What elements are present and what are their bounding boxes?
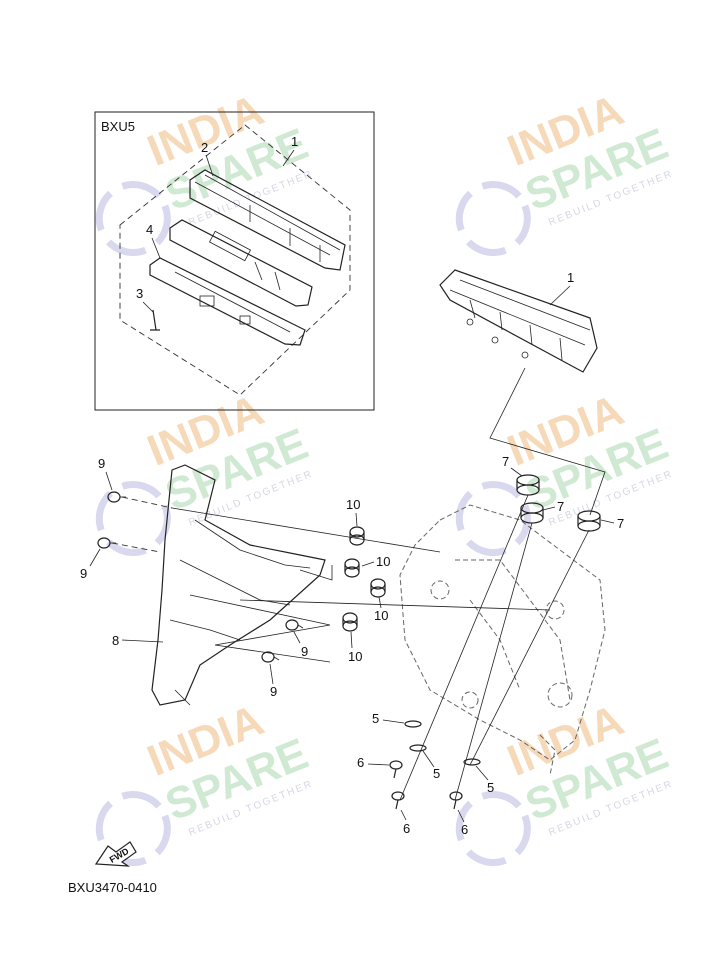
- watermark-logo-icon: [95, 791, 171, 867]
- leader-1-main: [549, 285, 571, 306]
- leader-7b: [542, 506, 556, 511]
- leader-7a: [510, 467, 523, 477]
- leader-10b: [361, 561, 375, 567]
- inset-box: [94, 111, 375, 411]
- alignment-line-9b: [111, 542, 161, 553]
- washer-part-5c: [463, 758, 481, 766]
- watermark-bottom-right: INDIA SPARE REBUILD TOGETHER: [455, 695, 675, 867]
- watermark-logo-icon: [95, 181, 171, 257]
- leader-6c: [457, 809, 465, 823]
- alignment-line-10b: [299, 565, 333, 581]
- callout-9c: 9: [301, 644, 308, 659]
- leader-7c: [600, 519, 615, 524]
- meter-housing-inset: [169, 219, 313, 307]
- callout-8: 8: [112, 633, 119, 648]
- callout-2: 2: [201, 140, 208, 155]
- alignment-line-panel: [189, 594, 331, 663]
- callout-5c: 5: [487, 780, 494, 795]
- screw-part-9c: [285, 619, 304, 631]
- alignment-line-10a: [171, 507, 441, 553]
- watermark-mid-right: INDIA SPARE REBUILD TOGETHER: [455, 385, 675, 557]
- callout-6c: 6: [461, 822, 468, 837]
- washer-part-5b: [409, 744, 427, 752]
- bolt-part-6a: [389, 760, 403, 779]
- callout-10c: 10: [374, 608, 388, 623]
- leader-5a: [382, 719, 405, 724]
- bolt-part-6c: [449, 791, 463, 810]
- alignment-line-9a: [121, 496, 173, 509]
- collar-part-10d: [342, 612, 358, 632]
- leader-2: [205, 154, 214, 177]
- bolt-line-mid: [454, 522, 533, 801]
- callout-1-inset: 1: [291, 134, 298, 149]
- callout-10b: 10: [376, 554, 390, 569]
- bolt-line-right: [469, 529, 590, 766]
- callout-7a: 7: [502, 454, 509, 469]
- callout-6a: 6: [357, 755, 364, 770]
- watermark-logo-icon: [455, 181, 531, 257]
- assembly-line-grommets: [489, 367, 606, 516]
- leader-10a: [355, 512, 358, 527]
- watermark-bottom-left: INDIA SPARE REBUILD TOGETHER: [95, 695, 315, 867]
- part-code: BXU3470-0410: [68, 880, 157, 895]
- leader-5b: [422, 750, 435, 768]
- screw-part-9d: [261, 651, 280, 663]
- callout-9a: 9: [98, 456, 105, 471]
- callout-6b: 6: [403, 821, 410, 836]
- callout-10a: 10: [346, 497, 360, 512]
- damper-part-7c: [577, 510, 601, 532]
- leader-1-inset: [282, 149, 295, 167]
- callout-7b: 7: [557, 499, 564, 514]
- leader-6a: [367, 763, 390, 766]
- bolt-line-left: [399, 494, 529, 801]
- fwd-arrow-icon: FWD: [94, 841, 137, 867]
- meter-assembly-part-1: [439, 269, 598, 373]
- watermark-top-left: INDIA SPARE REBUILD TOGETHER: [95, 85, 315, 257]
- watermark-mid-left: INDIA SPARE REBUILD TOGETHER: [95, 385, 315, 557]
- collar-part-10c: [370, 578, 386, 598]
- meter-cover-part-2: [189, 169, 346, 271]
- leader-9a: [105, 471, 113, 491]
- callout-7c: 7: [617, 516, 624, 531]
- callout-10d: 10: [348, 649, 362, 664]
- inset-assembly-outline: [119, 124, 351, 396]
- leader-10d: [350, 631, 353, 649]
- callout-9b: 9: [80, 566, 87, 581]
- leader-10c: [378, 596, 382, 609]
- callout-9d: 9: [270, 684, 277, 699]
- bolt-part-6b: [391, 791, 405, 810]
- leader-6b: [400, 809, 407, 821]
- leader-9d: [269, 663, 274, 685]
- leader-3: [142, 301, 154, 313]
- leader-9c: [293, 631, 301, 644]
- leader-4: [151, 237, 161, 259]
- callout-3: 3: [136, 286, 143, 301]
- alignment-line-10c: [239, 599, 551, 611]
- leader-8: [121, 639, 164, 643]
- leader-9b: [89, 548, 101, 567]
- callout-5b: 5: [433, 766, 440, 781]
- callout-4: 4: [146, 222, 153, 237]
- callout-5a: 5: [372, 711, 379, 726]
- callout-1-main: 1: [567, 270, 574, 285]
- collar-part-10b: [344, 558, 360, 578]
- collar-part-10a: [349, 526, 365, 546]
- leader-5c: [475, 765, 489, 781]
- watermark-top-right: INDIA SPARE REBUILD TOGETHER: [455, 85, 675, 257]
- watermark-logo-icon: [455, 791, 531, 867]
- washer-part-5a: [404, 720, 422, 728]
- watermark-logo-icon: [455, 481, 531, 557]
- variant-label: BXU5: [101, 119, 135, 134]
- screw-part-3: [150, 309, 160, 331]
- watermark-logo-icon: [95, 481, 171, 557]
